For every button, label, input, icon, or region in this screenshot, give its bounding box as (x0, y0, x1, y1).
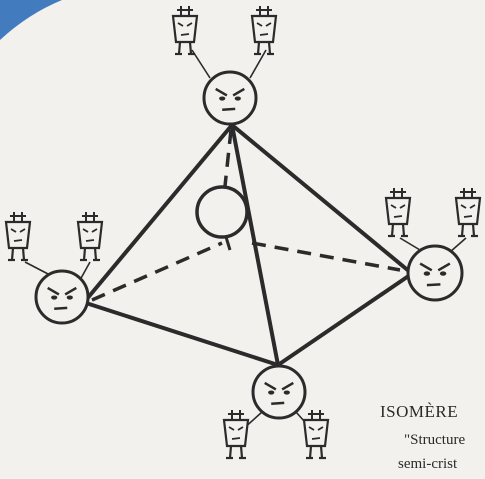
edge-right-bottom (276, 273, 412, 367)
link-right-2 (449, 237, 467, 253)
figure-left-1 (4, 212, 32, 262)
link-top-2 (249, 49, 267, 79)
figure-top-right (250, 6, 278, 56)
caption-line-2: semi-crist (398, 456, 458, 472)
edge-left-bottom (84, 301, 280, 367)
center-circle (195, 185, 249, 239)
figure-right-2 (454, 188, 482, 238)
edge-hidden-vertical (223, 129, 233, 187)
edge-top-right (230, 123, 412, 274)
figure-right-1 (384, 188, 412, 238)
vertex-face-top (202, 70, 258, 126)
link-right-1 (399, 237, 421, 251)
hidden-edges (91, 129, 401, 302)
figure-top-left (171, 6, 199, 56)
figure-bottom-2 (302, 410, 330, 460)
caption-line-1: "Structure (404, 432, 466, 448)
link-left-2 (79, 261, 91, 281)
center-stem (224, 236, 232, 251)
vertex-face-left (34, 269, 90, 325)
tetrahedron-edges (84, 123, 412, 367)
figure-left-2 (76, 212, 104, 262)
vertex-face-right (406, 244, 464, 302)
caption-title: ISOMÈRE (380, 402, 459, 421)
corner-accent (0, 0, 62, 40)
edge-top-left (84, 123, 234, 302)
link-left-1 (24, 261, 51, 276)
vertex-face-bottom (251, 364, 307, 420)
edge-hidden-left (91, 241, 223, 302)
edge-hidden-right (251, 241, 401, 272)
figure-bottom-1 (222, 410, 250, 460)
